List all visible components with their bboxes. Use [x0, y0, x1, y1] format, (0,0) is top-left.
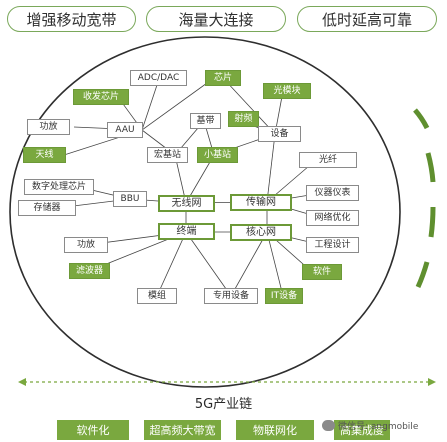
node-filter: 滤波器 [69, 263, 110, 279]
node-power-amp-1: 功放 [27, 119, 70, 135]
watermark: 微信号: angmobile [322, 416, 447, 434]
pill-high-freq: 超高频大带宽 [144, 420, 221, 440]
node-bbu: BBU [113, 191, 147, 207]
pill-urllc: 低时延高可靠 [297, 6, 437, 32]
node-dsp-chip: 数字处理芯片 [24, 179, 94, 195]
pill-embb: 增强移动宽带 [7, 6, 136, 32]
pill-mmtc: 海量大连接 [146, 6, 286, 32]
node-engineering-design: 工程设计 [306, 237, 359, 253]
node-power-amp-2: 功放 [64, 237, 108, 253]
pill-integration: 高集成度 [334, 420, 390, 440]
pill-iot: 物联网化 [236, 420, 314, 440]
connector-lines [56, 77, 323, 297]
node-optical-fiber: 光纤 [299, 152, 357, 168]
node-wireless-net: 无线网 [158, 195, 215, 212]
node-baseband: 基带 [190, 113, 221, 129]
node-optical-module: 光模块 [263, 83, 311, 99]
node-instruments: 仪器仪表 [306, 185, 359, 201]
chain-label: 5G产业链 [194, 397, 253, 412]
node-software: 软件 [302, 264, 342, 280]
node-dedicated-equipment: 专用设备 [204, 288, 258, 304]
node-adc-dac: ADC/DAC [130, 70, 187, 86]
dashed-arc [413, 108, 436, 289]
node-radio-freq: 射频 [228, 111, 259, 127]
wechat-icon [322, 419, 335, 431]
node-antenna: 天线 [23, 147, 66, 163]
node-aau: AAU [107, 122, 143, 138]
node-core-net: 核心网 [230, 224, 292, 241]
chain-arrow [18, 378, 436, 386]
node-small-station: 小基站 [197, 147, 238, 163]
node-macro-station: 宏基站 [147, 147, 188, 163]
node-transceiver-chip: 收发芯片 [73, 89, 129, 105]
node-it-equipment: IT设备 [265, 288, 303, 304]
node-memory: 存储器 [18, 200, 76, 216]
node-chip: 芯片 [205, 70, 241, 86]
pill-software: 软件化 [57, 420, 129, 440]
ecosystem-ellipse [9, 36, 401, 388]
node-equipment: 设备 [258, 126, 301, 142]
node-network-opt: 网络优化 [306, 210, 359, 226]
watermark-text: 微信号: angmobile [338, 421, 419, 432]
node-terminal: 终端 [158, 223, 215, 240]
node-transport-net: 传输网 [230, 194, 292, 211]
node-module: 模组 [137, 288, 177, 304]
